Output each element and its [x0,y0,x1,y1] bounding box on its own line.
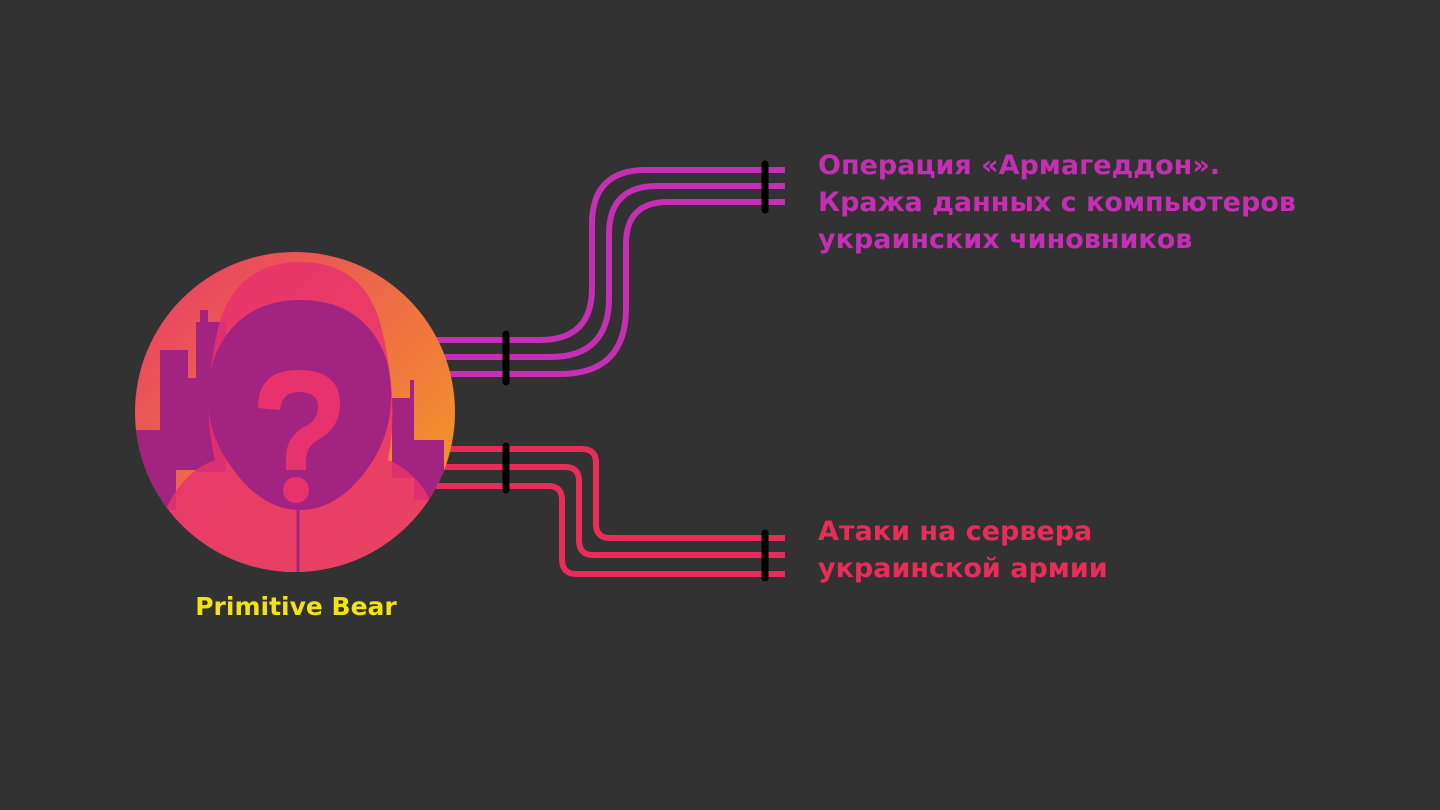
connector-line-bottom-2 [436,464,785,558]
actor-name-label: Primitive Bear [195,592,397,621]
connector-line-bottom-1 [436,446,785,541]
connector-line-bottom-3 [436,483,785,577]
hood-opening-icon [208,300,392,510]
connector-lines-bottom [436,442,785,582]
connector-line-top-2 [436,183,785,360]
question-mark-icon [258,370,340,503]
connector-line-top-1 [436,167,785,343]
branch-label-top-line-2: Кража данных с компьютеров [818,187,1296,218]
connector-lines-top [436,160,785,386]
branch-label-top: Операция «Армагеддон». Кража данных с ко… [818,147,1296,258]
hooded-hacker-question-mark-icon [135,252,455,572]
branch-label-bottom-line-1: Атаки на сервера [818,516,1093,547]
branch-label-top-line-1: Операция «Армагеддон». [818,150,1221,181]
connector-line-top-3 [436,199,785,377]
branch-label-top-line-3: украинских чиновников [818,224,1193,255]
branch-label-bottom: Атаки на сервера украинской армии [818,513,1108,587]
branch-label-bottom-line-2: украинской армии [818,553,1108,584]
